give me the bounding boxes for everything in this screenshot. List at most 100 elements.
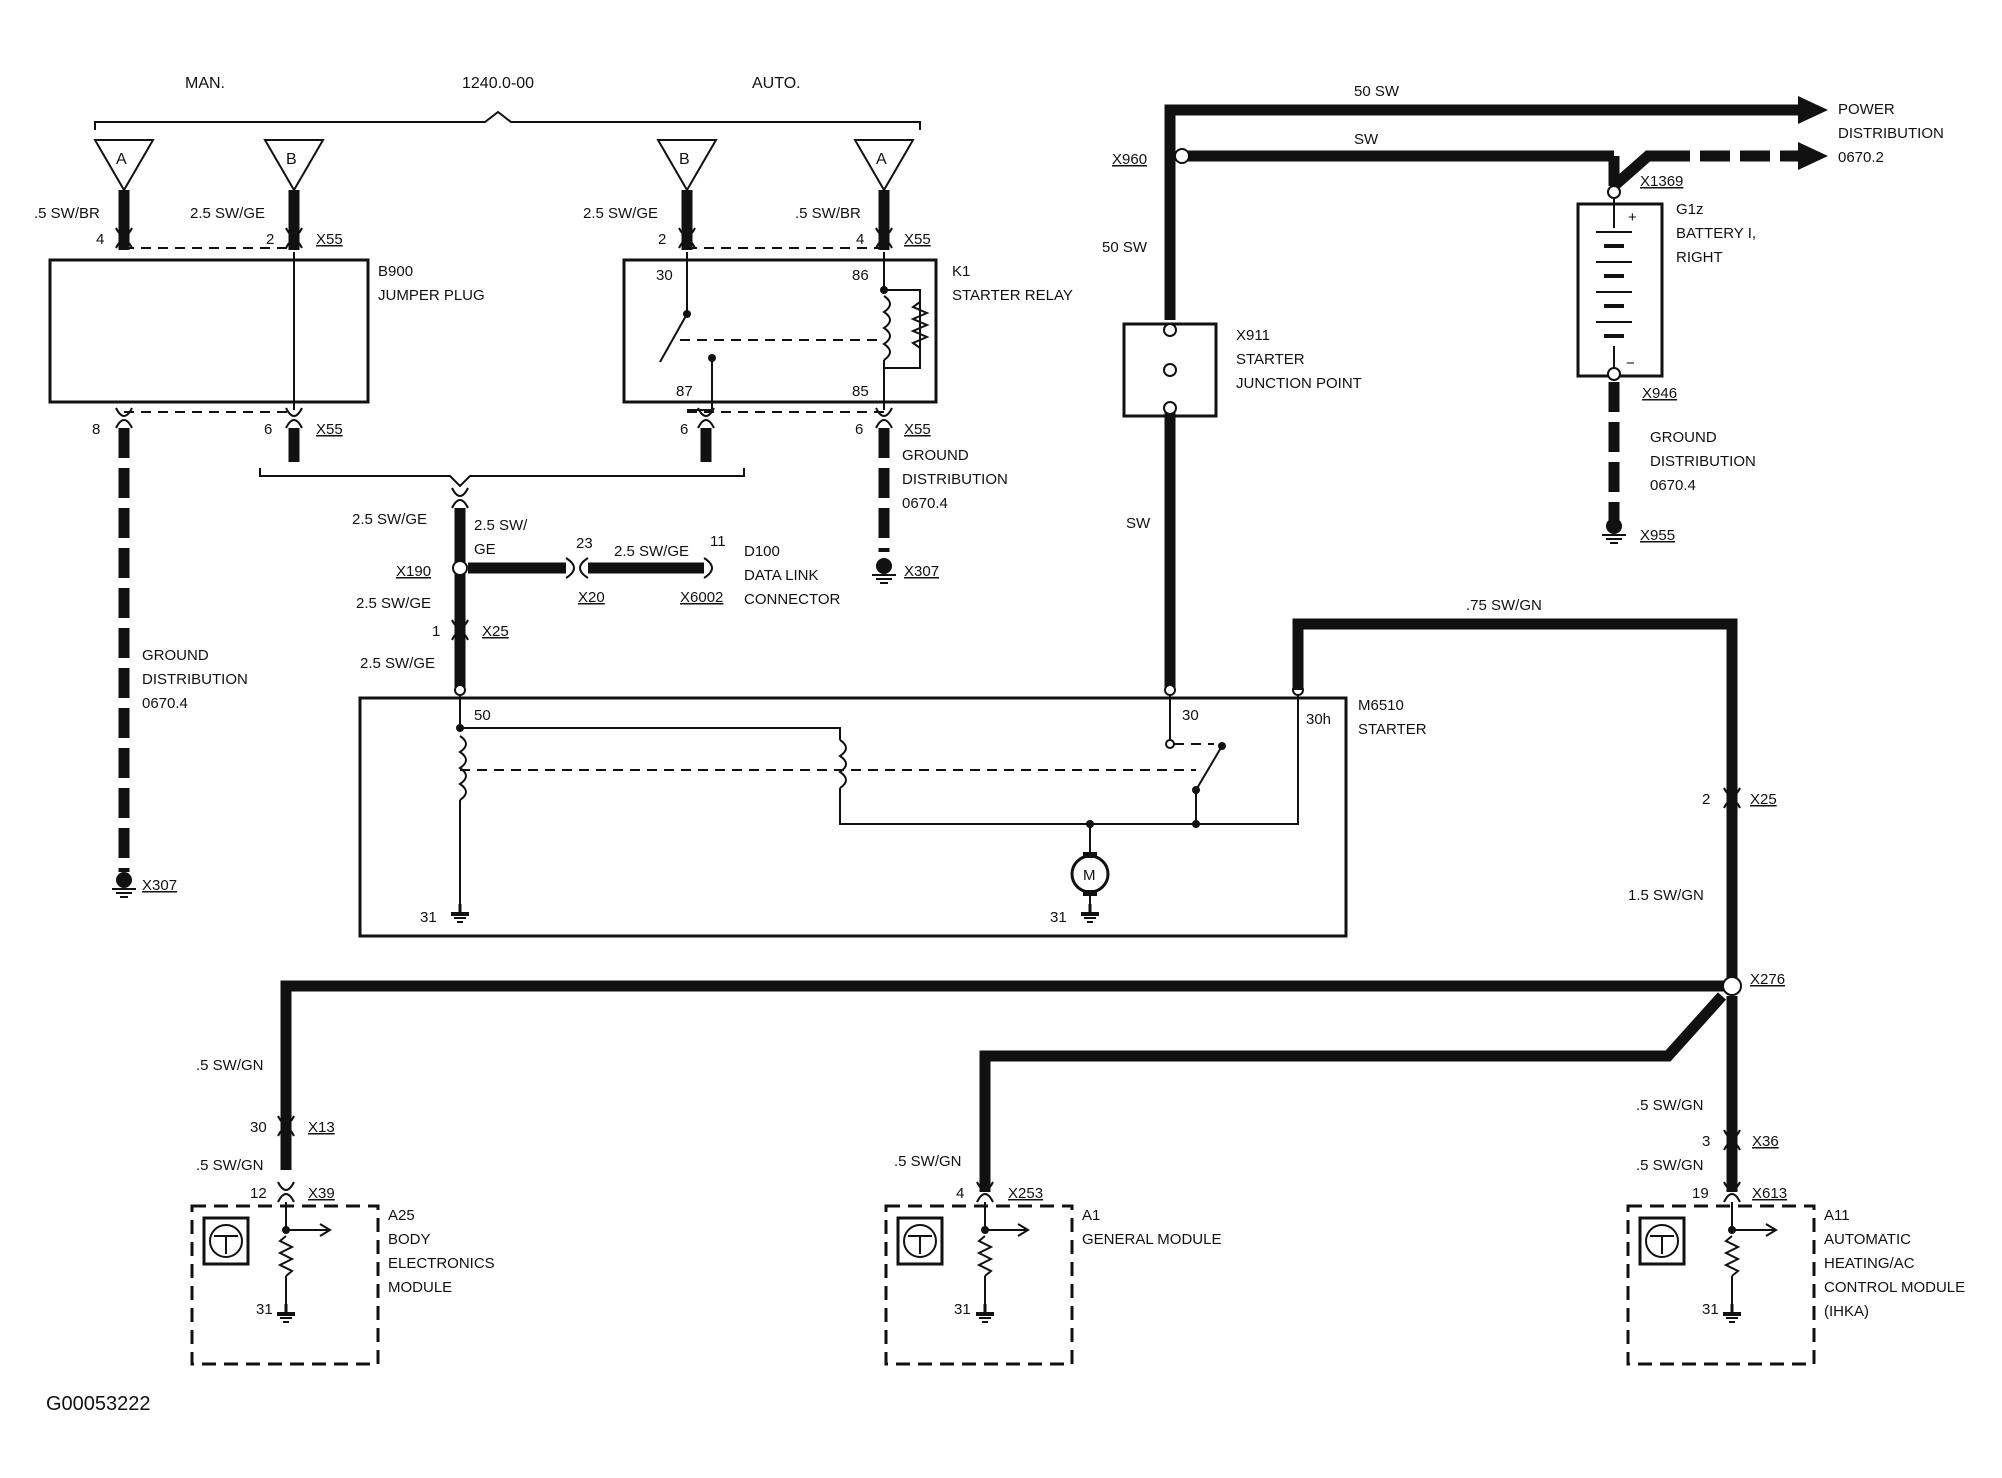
starter-pin30h: 30h [1306,711,1331,728]
left-a-wire-label: .5 SW/BR [34,205,100,222]
a11-wire2: .5 SW/GN [1636,1157,1704,1174]
starter-ground-motor: 31 [1050,909,1067,926]
right-feed: .75 SW/GN 2 X25 1.5 SW/GN X276 [280,597,1785,1192]
a25-wire1: .5 SW/GN [196,1057,264,1074]
header-code: 1240.0-00 [462,75,534,92]
left-b-pin: 2 [266,231,274,248]
k1-box [622,258,938,404]
mid-conn-x6002: X6002 [680,589,723,606]
b900-pin-right: 6 [264,421,272,438]
left-plug-a-symbol [93,139,155,192]
a11-l1: AUTOMATIC [1824,1231,1911,1248]
power-lower-label: SW [1126,515,1151,532]
battery-ground-l3: 0670.4 [1650,477,1696,494]
power-node: X960 [1112,151,1147,168]
right-feed-mid-label: 1.5 SW/GN [1628,887,1704,904]
k1-ground-conn: X307 [904,563,939,580]
b900-jumper-plug: B900 JUMPER PLUG 8 6 X55 X307 GROUND DIS… [48,252,485,898]
b900-ground-l3: 0670.4 [142,695,188,712]
right-plug-b-symbol [656,139,718,192]
k1-name: STARTER RELAY [952,287,1073,304]
right-feed-top-label: .75 SW/GN [1466,597,1542,614]
starter-ground-left-icon [449,902,471,924]
b900-ground-conn: X307 [142,877,177,894]
left-b-wire-label: 2.5 SW/GE [190,205,265,222]
a11-ground-icon [1721,1302,1743,1324]
a25-pin12: 12 [250,1185,267,1202]
k1-pin87: 87 [676,383,693,400]
a25-wire2: .5 SW/GN [196,1157,264,1174]
a1-ground: 31 [954,1301,971,1318]
left-plug-b-symbol [263,139,325,192]
a25-conn-x39: X39 [308,1185,335,1202]
battery-minus: − [1626,355,1635,372]
mid-pin1: 1 [432,623,440,640]
right-plug-group: B A 2.5 SW/GE .5 SW/BR 2 4 X55 [583,139,931,250]
right-feed-wire [1292,618,1738,986]
left-plug-b-letter: B [286,151,297,168]
a11-pin3: 3 [1702,1133,1710,1150]
a25-feed-wire [280,980,1724,1170]
mid-conn-x20: X20 [578,589,605,606]
starter-id: M6510 [1358,697,1404,714]
battery-l1: BATTERY I, [1676,225,1756,242]
right-a-conn: X55 [904,231,931,248]
k1-pin86: 86 [852,267,869,284]
a11-wire1: .5 SW/GN [1636,1097,1704,1114]
mid-wire-bottom: 2.5 SW/GE [360,655,435,672]
mid-branch-l1: 2.5 SW/ [474,517,528,534]
a1-box [884,1204,1074,1366]
battery-ground-l1: GROUND [1650,429,1717,446]
right-plug-a-letter: A [876,151,887,168]
mid-feed: 2.5 SW/GE 2.5 SW/ GE X190 23 2.5 SW/GE 1… [259,468,841,690]
right-plug-b-letter: B [679,151,690,168]
a25-l1: BODY [388,1231,431,1248]
starter-box [358,696,1348,938]
b900-ground-l1: GROUND [142,647,209,664]
mid-node: X190 [396,563,431,580]
a25-pin30: 30 [250,1119,267,1136]
header-man: MAN. [185,75,225,92]
right-a-wire-label: .5 SW/BR [795,205,861,222]
a1-id: A1 [1082,1207,1100,1224]
a25-l2: ELECTRONICS [388,1255,495,1272]
a25-module: .5 SW/GN 30 X13 .5 SW/GN 12 X39 31 A25 B… [190,1057,495,1366]
header-auto: AUTO. [752,75,801,92]
k1-pin30: 30 [656,267,673,284]
a11-conn-x36: X36 [1752,1133,1779,1150]
battery-conn-bottom: X946 [1642,385,1677,402]
starter-name: STARTER [1358,721,1427,738]
x911-l1: STARTER [1236,351,1305,368]
a25-ground-icon [275,1302,297,1324]
x911-id: X911 [1236,327,1270,344]
starter-ground-motor-icon [1079,902,1101,924]
mid-branch-l2: GE [474,541,496,558]
left-plug-group: A B .5 SW/BR 2.5 SW/GE 4 2 X55 [34,139,343,250]
battery-ground-l2: DISTRIBUTION [1650,453,1756,470]
d100-l1: D100 [744,543,780,560]
a25-conn-x13: X13 [308,1119,335,1136]
power-feed: 50 SW X960 SW POWER DISTRIBUTION 0670.2 … [1102,83,1944,690]
a1-module: .5 SW/GN 4 X253 31 A1 GENERAL MODULE [884,1153,1221,1366]
a11-ground: 31 [1702,1301,1719,1318]
right-plug-a-symbol [853,139,915,192]
battery-plus: + [1628,209,1637,226]
starter-ground-left: 31 [420,909,437,926]
a1-conn: X253 [1008,1185,1043,1202]
x911-l2: JUNCTION POINT [1236,375,1362,392]
a11-id: A11 [1824,1207,1850,1224]
a11-conn-x613: X613 [1752,1185,1787,1202]
b900-ground-icon [111,871,137,898]
x911-junction: X911 STARTER JUNCTION POINT [1122,322,1362,418]
left-b-conn: X55 [316,231,343,248]
power-vertical-label: 50 SW [1102,239,1148,256]
figure-id: G00053222 [46,1393,151,1415]
battery-id: G1z [1676,201,1704,218]
b900-box [48,258,370,404]
k1-conn-bottom: X55 [904,421,931,438]
k1-ground-l2: DISTRIBUTION [902,471,1008,488]
b900-ground-l2: DISTRIBUTION [142,671,248,688]
a1-ground-icon [974,1302,996,1324]
battery-g1z: X1369 + − G1z BATTERY I, RIGHT X946 X955… [1576,173,1756,544]
b900-pin-left: 8 [92,421,100,438]
